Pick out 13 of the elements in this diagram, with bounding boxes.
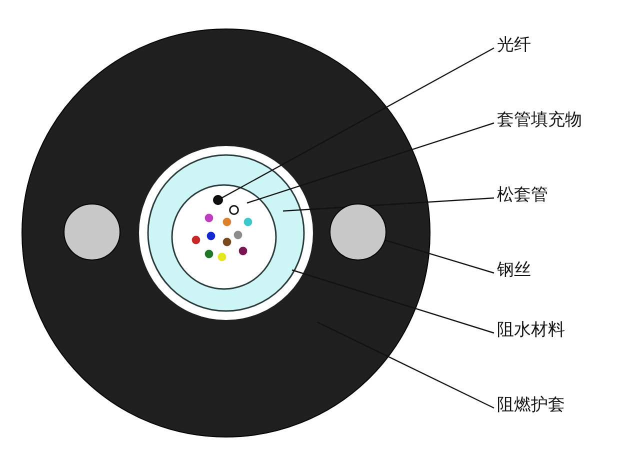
callout-label: 钢丝 (497, 259, 531, 281)
callout-label: 套管填充物 (497, 109, 582, 131)
leader-line (384, 240, 494, 274)
leader-line (292, 269, 494, 334)
callout-label: 阻燃护套 (497, 394, 565, 416)
callout-label: 松套管 (497, 184, 548, 206)
callout-label: 阻水材料 (497, 319, 565, 341)
leader-line (316, 321, 494, 409)
leader-line (246, 122, 494, 204)
leader-line (222, 47, 494, 198)
callout-label: 光纤 (497, 34, 531, 56)
leader-line (282, 197, 494, 212)
steel-wire-circle (330, 204, 386, 260)
